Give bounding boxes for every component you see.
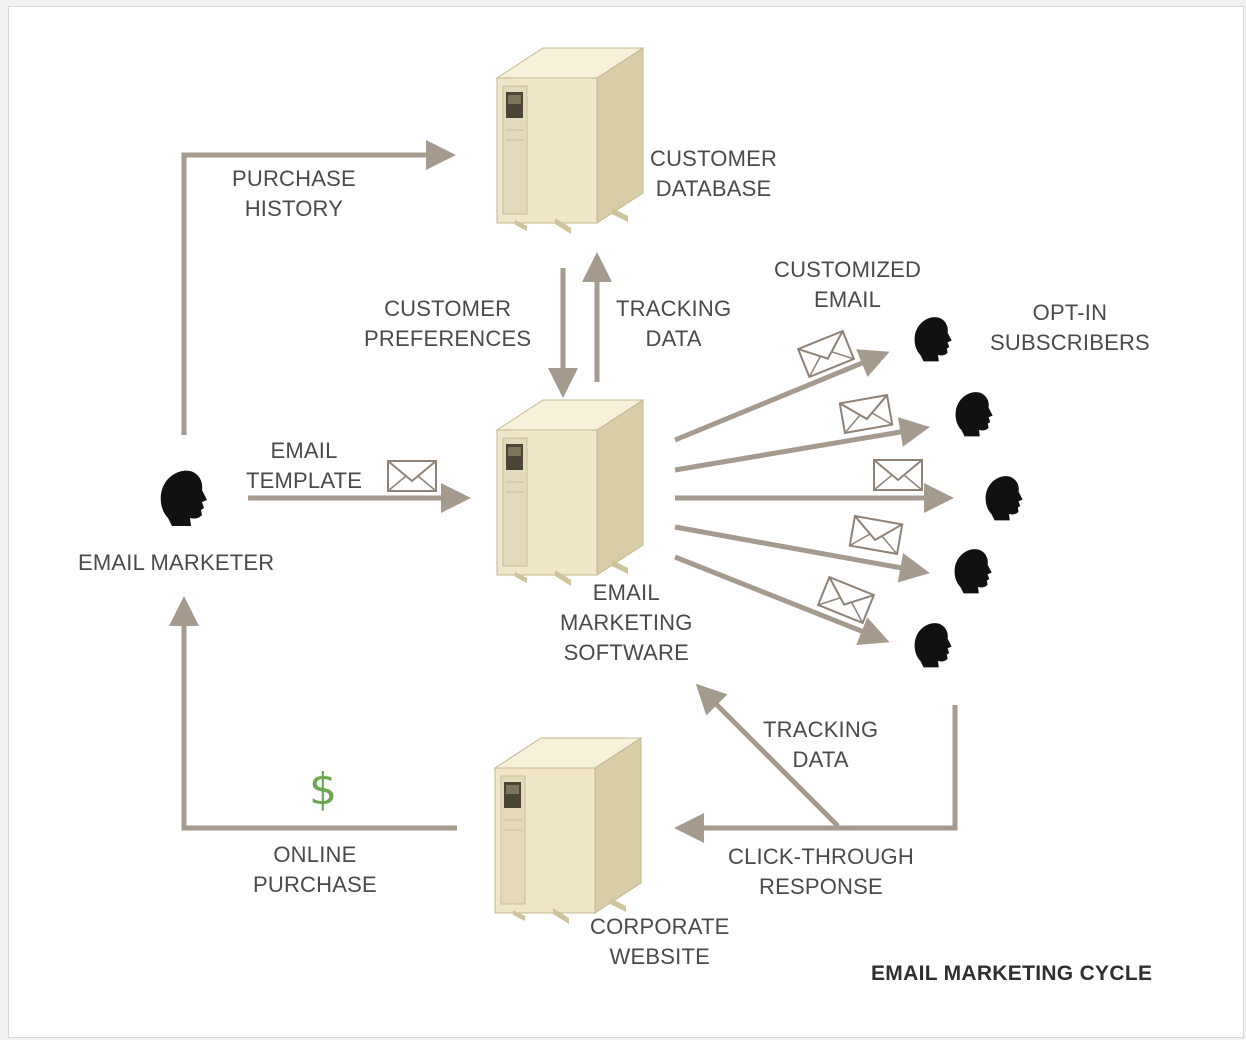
subscriber-4-person-icon: [954, 549, 992, 594]
dollar-sign-icon: $: [309, 764, 337, 815]
arrow-to-subscriber-5: [674, 554, 890, 646]
label-customized-email: CUSTOMIZED EMAIL: [774, 257, 922, 312]
label-online-purchase: ONLINE PURCHASE: [253, 842, 377, 897]
envelope-2-icon: [838, 394, 894, 434]
envelope-3-icon: [873, 459, 923, 491]
label-tracking-data-top: TRACKING DATA: [616, 296, 732, 351]
subscriber-2-person-icon: [955, 392, 993, 437]
label-corporate-website: CORPORATE WEBSITE: [590, 914, 730, 969]
subscriber-5-person-icon: [914, 623, 952, 668]
arrow-to-subscriber-1: [674, 349, 890, 443]
label-customer-database: CUSTOMER DATABASE: [650, 146, 778, 201]
email-marketer-person-icon: [160, 470, 207, 526]
envelope-4-icon: [848, 515, 904, 555]
label-tracking-data-bottom: TRACKING DATA: [763, 717, 879, 772]
customer-database-server-icon: [496, 47, 644, 235]
subscriber-3-person-icon: [985, 476, 1023, 521]
corporate-website-server-icon: [494, 737, 642, 925]
template-envelope-icon: [387, 460, 437, 492]
label-click-through-response: CLICK-THROUGH RESPONSE: [728, 844, 914, 899]
label-customer-preferences: CUSTOMER PREFERENCES: [364, 296, 532, 351]
diagram-caption: EMAIL MARKETING CYCLE: [871, 962, 1153, 985]
label-email-marketing-software: EMAIL MARKETING SOFTWARE: [560, 580, 693, 665]
arrow-tracking-data-bottom: [695, 683, 840, 828]
email-marketing-software-server-icon: [496, 399, 644, 587]
label-email-template: EMAIL TEMPLATE: [246, 438, 363, 493]
subscriber-1-person-icon: [914, 317, 952, 362]
label-email-marketer: EMAIL MARKETER: [78, 550, 275, 575]
arrow-online-purchase: [169, 596, 457, 831]
arrow-to-subscriber-2: [674, 417, 930, 473]
arrow-purchase-history: [181, 140, 456, 435]
arrow-to-subscriber-4: [674, 524, 930, 583]
arrow-click-through-response: [674, 705, 958, 843]
label-opt-in-subscribers: OPT-IN SUBSCRIBERS: [990, 300, 1150, 355]
label-purchase-history: PURCHASE HISTORY: [232, 166, 356, 221]
